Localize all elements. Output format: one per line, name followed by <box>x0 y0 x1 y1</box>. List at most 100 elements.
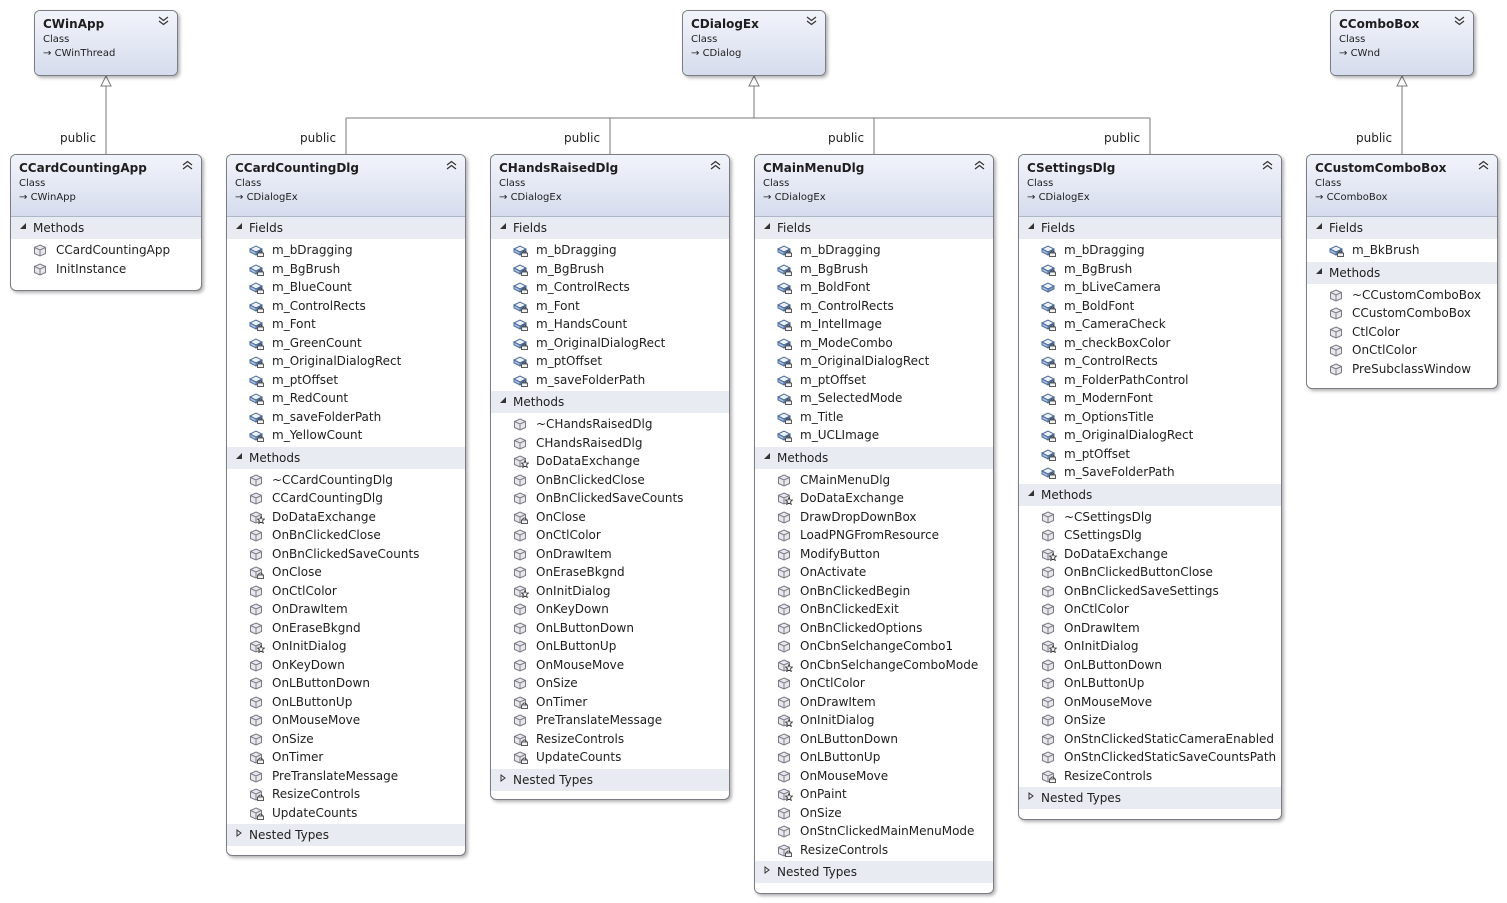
expanded-triangle-icon[interactable] <box>235 447 249 469</box>
member-item[interactable]: OnActivate <box>755 563 993 582</box>
collapse-chevron-icon[interactable] <box>182 160 193 172</box>
member-item[interactable]: OnCtlColor <box>227 582 465 601</box>
member-item[interactable]: PreTranslateMessage <box>491 711 729 730</box>
member-item[interactable]: OnMouseMove <box>227 711 465 730</box>
collapsed-triangle-icon[interactable] <box>1027 787 1041 809</box>
expanded-triangle-icon[interactable] <box>235 217 249 239</box>
member-item[interactable]: PreTranslateMessage <box>227 767 465 786</box>
member-item[interactable]: m_SaveFolderPath <box>1019 463 1281 482</box>
collapsed-triangle-icon[interactable] <box>235 824 249 846</box>
member-item[interactable]: m_BlueCount <box>227 278 465 297</box>
member-item[interactable]: OnDrawItem <box>1019 619 1281 638</box>
member-item[interactable]: m_Font <box>491 297 729 316</box>
member-item[interactable]: OnStnClickedStaticSaveCountsPath <box>1019 748 1281 767</box>
member-item[interactable]: m_ControlRects <box>491 278 729 297</box>
member-item[interactable]: m_OriginalDialogRect <box>227 352 465 371</box>
member-item[interactable]: ~CHandsRaisedDlg <box>491 415 729 434</box>
member-item[interactable]: OnBnClickedClose <box>491 471 729 490</box>
member-item[interactable]: ResizeControls <box>491 730 729 749</box>
member-item[interactable]: OnTimer <box>491 693 729 712</box>
section-header[interactable]: Methods <box>1307 261 1497 284</box>
collapse-chevron-icon[interactable] <box>1262 160 1273 172</box>
section-header[interactable]: Methods <box>755 446 993 469</box>
member-item[interactable]: OnDrawItem <box>227 600 465 619</box>
member-item[interactable]: OnMouseMove <box>755 767 993 786</box>
member-item[interactable]: OnPaint <box>755 785 993 804</box>
member-item[interactable]: OnCtlColor <box>491 526 729 545</box>
section-header[interactable]: Nested Types <box>491 768 729 791</box>
member-item[interactable]: OnLButtonDown <box>227 674 465 693</box>
member-item[interactable]: m_saveFolderPath <box>227 408 465 427</box>
member-item[interactable]: CHandsRaisedDlg <box>491 434 729 453</box>
member-item[interactable]: OnBnClickedSaveSettings <box>1019 582 1281 601</box>
member-item[interactable]: m_HandsCount <box>491 315 729 334</box>
member-item[interactable]: m_Font <box>227 315 465 334</box>
member-item[interactable]: m_ControlRects <box>1019 352 1281 371</box>
member-item[interactable]: m_BgBrush <box>227 260 465 279</box>
member-item[interactable]: m_OriginalDialogRect <box>755 352 993 371</box>
member-item[interactable]: OnInitDialog <box>491 582 729 601</box>
section-header[interactable]: Fields <box>1307 217 1497 239</box>
member-item[interactable]: OnLButtonUp <box>491 637 729 656</box>
member-item[interactable]: OnDrawItem <box>491 545 729 564</box>
section-header[interactable]: Fields <box>1019 217 1281 239</box>
member-item[interactable]: LoadPNGFromResource <box>755 526 993 545</box>
member-item[interactable]: m_SelectedMode <box>755 389 993 408</box>
member-item[interactable]: ModifyButton <box>755 545 993 564</box>
member-item[interactable]: DoDataExchange <box>227 508 465 527</box>
member-item[interactable]: m_BgBrush <box>1019 260 1281 279</box>
expanded-triangle-icon[interactable] <box>1027 484 1041 506</box>
member-item[interactable]: m_bLiveCamera <box>1019 278 1281 297</box>
member-item[interactable]: OnBnClickedExit <box>755 600 993 619</box>
member-item[interactable]: m_CameraCheck <box>1019 315 1281 334</box>
member-item[interactable]: OnEraseBkgnd <box>227 619 465 638</box>
member-item[interactable]: OnBnClickedClose <box>227 526 465 545</box>
member-item[interactable]: DoDataExchange <box>491 452 729 471</box>
member-item[interactable]: ~CSettingsDlg <box>1019 508 1281 527</box>
member-item[interactable]: OnCbnSelchangeCombo1 <box>755 637 993 656</box>
member-item[interactable]: OnSize <box>1019 711 1281 730</box>
section-header[interactable]: Fields <box>227 217 465 239</box>
member-item[interactable]: OnBnClickedOptions <box>755 619 993 638</box>
expanded-triangle-icon[interactable] <box>763 447 777 469</box>
member-item[interactable]: DoDataExchange <box>1019 545 1281 564</box>
member-item[interactable]: m_ptOffset <box>491 352 729 371</box>
member-item[interactable]: m_bDragging <box>227 241 465 260</box>
member-item[interactable]: OnClose <box>491 508 729 527</box>
member-item[interactable]: m_BgBrush <box>491 260 729 279</box>
expanded-triangle-icon[interactable] <box>19 217 33 239</box>
member-item[interactable]: m_ModernFont <box>1019 389 1281 408</box>
member-item[interactable]: OnCtlColor <box>755 674 993 693</box>
member-item[interactable]: m_GreenCount <box>227 334 465 353</box>
member-item[interactable]: OnDrawItem <box>755 693 993 712</box>
collapse-chevron-icon[interactable] <box>710 160 721 172</box>
member-item[interactable]: OnBnClickedBegin <box>755 582 993 601</box>
expand-chevron-icon[interactable] <box>1454 16 1465 28</box>
member-item[interactable]: m_BgBrush <box>755 260 993 279</box>
member-item[interactable]: OnCtlColor <box>1307 341 1497 360</box>
member-item[interactable]: OnLButtonUp <box>1019 674 1281 693</box>
expanded-triangle-icon[interactable] <box>1315 262 1329 284</box>
member-item[interactable]: OnInitDialog <box>227 637 465 656</box>
member-item[interactable]: OnStnClickedStaticCameraEnabled <box>1019 730 1281 749</box>
expand-chevron-icon[interactable] <box>158 16 169 28</box>
member-item[interactable]: OnLButtonDown <box>755 730 993 749</box>
member-item[interactable]: m_bDragging <box>755 241 993 260</box>
expand-chevron-icon[interactable] <box>806 16 817 28</box>
member-item[interactable]: ResizeControls <box>755 841 993 860</box>
member-item[interactable]: OnBnClickedSaveCounts <box>491 489 729 508</box>
member-item[interactable]: OnStnClickedMainMenuMode <box>755 822 993 841</box>
member-item[interactable]: m_BoldFont <box>1019 297 1281 316</box>
member-item[interactable]: OnClose <box>227 563 465 582</box>
member-item[interactable]: m_ptOffset <box>755 371 993 390</box>
section-header[interactable]: Methods <box>11 217 201 239</box>
member-item[interactable]: CtlColor <box>1307 323 1497 342</box>
